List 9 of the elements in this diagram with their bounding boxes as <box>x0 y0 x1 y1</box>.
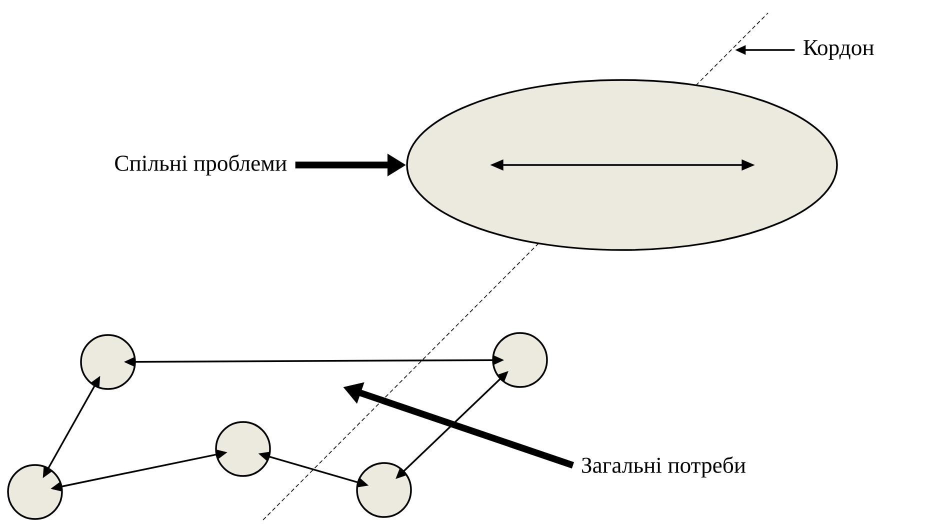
circle <box>80 334 136 390</box>
label-text: Загальні потреби <box>582 456 746 478</box>
circle <box>356 462 412 518</box>
label-text: Спільні проблеми <box>115 154 287 176</box>
ellipse <box>406 79 838 251</box>
circle <box>7 464 63 520</box>
circle <box>492 332 548 388</box>
label-text: Кордон <box>804 40 874 60</box>
circle <box>215 421 271 477</box>
